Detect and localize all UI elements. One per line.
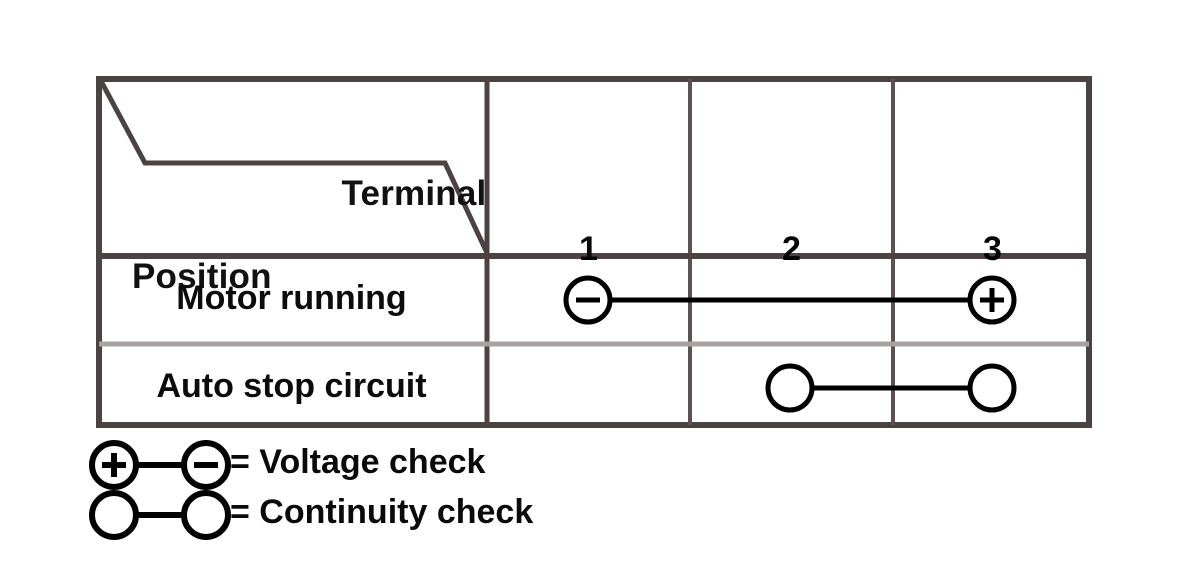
legend: = Voltage check = Continuity check (88, 440, 788, 540)
cell-symbol-motor-running-3-plus-circle (967, 275, 1017, 325)
column-axis-label: Terminal (341, 174, 487, 213)
cell-symbol-auto-stop-circuit-2-open-circle (765, 363, 992, 413)
voltage-check-symbol-pair (89, 440, 231, 490)
row-axis-label: Position (132, 257, 272, 296)
legend-label-voltage-check: = Voltage check (230, 443, 486, 481)
legend-item-continuity-check: = Continuity check (88, 490, 788, 540)
row-label-motor-running: Motor running (176, 279, 407, 317)
column-header-2: 2 (782, 230, 801, 268)
row-label-auto-stop-circuit: Auto stop circuit (156, 367, 427, 405)
cell-symbol-auto-stop-circuit-3-open-circle (967, 363, 1017, 413)
continuity-check-symbol-pair (89, 490, 231, 540)
column-header-1: 1 (579, 230, 598, 268)
terminal-position-table: Terminal Position 1 2 3 Motor running Au… (96, 76, 1092, 428)
column-header-3: 3 (983, 230, 1002, 268)
legend-item-voltage-check: = Voltage check (88, 440, 788, 490)
cell-symbol-motor-running-1-minus-circle (563, 275, 992, 325)
legend-label-continuity-check: = Continuity check (230, 493, 534, 531)
